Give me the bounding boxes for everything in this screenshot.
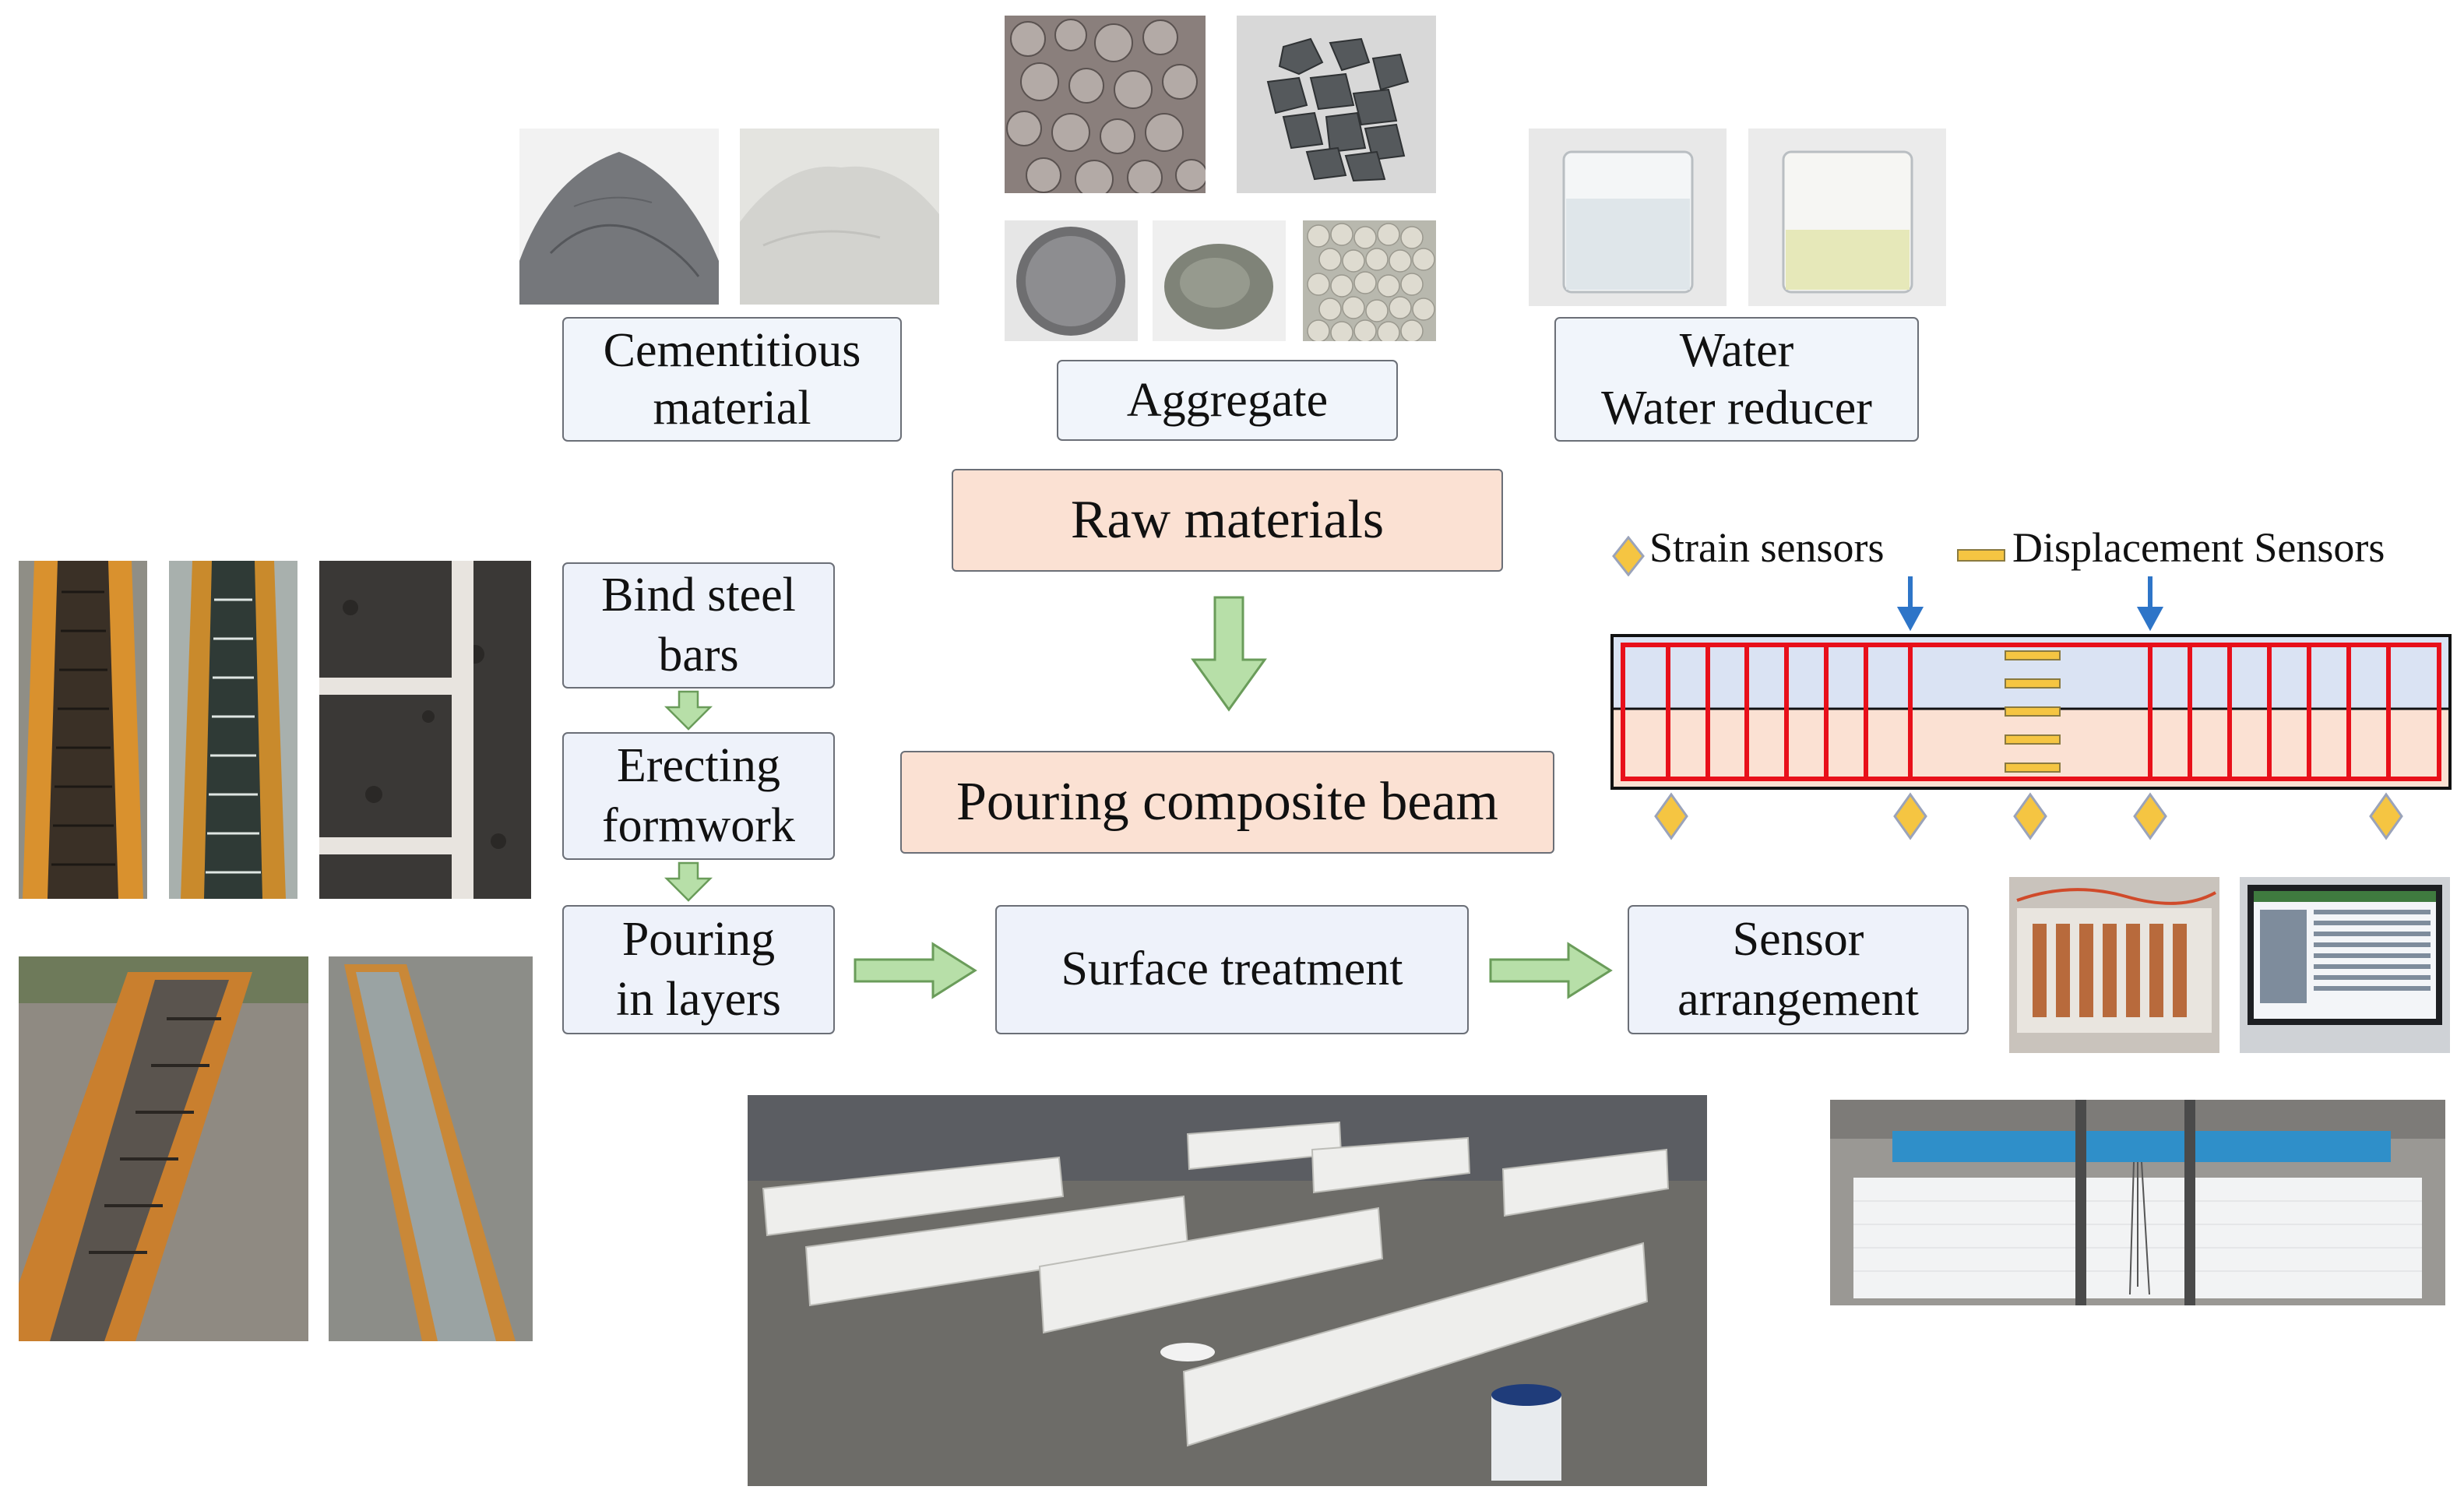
step-surface-treatment: Surface treatment [995,905,1469,1034]
step-bind-steel-bars: Bind steel bars [562,562,835,689]
data-monitor-screen-photo [2240,877,2450,1053]
raw-materials-text: Raw materials [1070,490,1385,550]
cementitious-line2: material [653,382,811,435]
legend-strain-diamond-icon [1612,536,1645,576]
aggregate-gravel-photo [1237,16,1436,193]
pouring-composite-beam-text: Pouring composite beam [956,772,1498,832]
cement-powder-light-photo [740,129,939,305]
aggregate-lightweight-photo [1005,16,1206,193]
legend-displacement-label: Displacement Sensors [2012,524,2385,571]
water-line1: Water [1679,323,1794,377]
formwork-rebar-photo-1 [19,561,147,899]
sensor-line1: Sensor [1732,912,1864,966]
arrow-pour-to-surface [854,942,977,999]
aggregate-text: Aggregate [1126,373,1329,427]
rebar-closeup-photo [319,561,531,899]
cementitious-material-label: Cementitious material [562,317,902,442]
strain-gauge-wiring-photo [2009,877,2219,1053]
legend-displacement-bar-icon [1957,549,2005,562]
pouring-layers-photo-1 [19,956,308,1341]
pouring-composite-beam-box: Pouring composite beam [900,751,1554,854]
legend-strain-label: Strain sensors [1649,524,1885,571]
water-label: Water Water reducer [1554,317,1919,442]
water-line2: Water reducer [1601,382,1872,435]
pour-line2: in layers [616,973,781,1026]
arrow-erect-to-pour [664,861,713,902]
pouring-layers-photo-2 [329,956,533,1341]
cementitious-line1: Cementitious [603,323,861,377]
step-erecting-formwork: Erecting formwork [562,732,835,860]
water-reducer-beaker-photo [1748,129,1946,306]
surface-text: Surface treatment [1061,942,1403,996]
erect-line1: Erecting [616,738,780,792]
step-pouring-in-layers: Pouring in layers [562,905,835,1034]
beam-loading-test-photo [1830,1100,2445,1305]
arrow-bind-to-erect [664,690,713,731]
cement-powder-dark-photo [519,129,719,305]
aggregate-ceramsite-photo [1303,220,1436,341]
pour-line1: Pouring [621,912,776,966]
down-arrow-raw-to-pour [1191,596,1267,712]
aggregate-fine-photo [1153,220,1286,341]
sensor-line2: arrangement [1677,973,1919,1026]
bind-line1: Bind steel [601,568,796,622]
bind-line2: bars [658,629,739,682]
aggregate-label: Aggregate [1057,360,1398,441]
step-sensor-arrangement: Sensor arrangement [1628,905,1969,1034]
arrow-surface-to-sensor [1489,942,1613,999]
raw-materials-box: Raw materials [952,469,1503,572]
beam-sensor-schematic [1610,576,2452,840]
formwork-rebar-photo-2 [169,561,297,899]
aggregate-sand-dish-photo [1005,220,1138,341]
composite-beams-yard-photo [748,1095,1707,1486]
erect-line2: formwork [602,799,795,852]
water-beaker-photo [1529,129,1727,306]
